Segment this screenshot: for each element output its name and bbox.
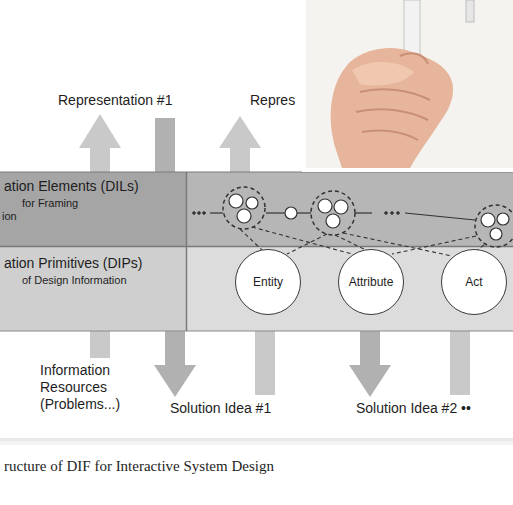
layer-bands [0,172,513,331]
flow-arrows-part [349,365,391,397]
hand-photo-part [466,0,474,22]
element-network-part [198,212,201,215]
figure-caption: ructure of DIF for Interactive System De… [4,457,274,475]
output-label-holder: Solution Idea #1 [170,400,271,417]
band-heading-holder: ation Primitives (DIPs) [4,255,142,272]
element-network-part [203,212,206,215]
element-network-part [497,213,509,225]
element-network-part [223,187,265,229]
band-subtitle: for Framing ion [2,197,92,223]
band-heading: ation Elements (DILs) [4,178,139,195]
output-label: Repres [250,92,295,109]
output-label-holder: Repres [250,92,295,109]
layer-bands-part [0,246,513,248]
output-label: Solution Idea #2 •• [356,400,471,417]
band-subtitle-holder: of Design Information [22,274,127,287]
band-subtitle: of Design Information [22,274,127,287]
layer-bands-part [186,247,513,331]
page-shadow [0,441,513,445]
element-network-part-part [287,234,327,254]
element-network-part-part [240,229,262,250]
flow-arrows-part [255,330,275,395]
flow-arrows-part [219,116,261,148]
primitive-circle: Entity [235,249,301,315]
element-network-part [266,212,285,213]
layer-bands-part [0,247,186,331]
hand-photo-part [352,62,414,86]
output-label-holder: Solution Idea #2 •• [356,400,471,417]
element-network-part [297,212,311,213]
layer-bands-part [0,331,513,332]
element-network-part [397,212,400,215]
band-heading: ation Primitives (DIPs) [4,255,142,272]
flow-arrows-part [90,330,110,358]
element-network-part [318,199,332,213]
hand-photo-part [331,48,453,168]
hand-photo-part [400,53,428,64]
element-network-part [326,214,340,228]
element-network-part [391,212,394,215]
layer-bands-part [186,172,188,331]
element-network-part-part [335,235,366,250]
element-network-part [285,207,297,219]
flow-arrows-part [155,118,175,173]
element-network-part [229,194,243,208]
hand-photo-part [362,130,418,140]
element-network-part [311,191,355,235]
flow-arrows-part [165,330,185,366]
hand-photo-part [360,89,430,100]
layer-bands-part [186,172,513,246]
element-network-part [193,212,196,215]
element-network-part [237,209,251,223]
layer-bands-part [0,172,186,246]
element-network [193,187,513,256]
output-label: Representation #1 [58,92,172,109]
output-label-holder: Representation #1 [58,92,172,109]
element-network-part [475,205,513,247]
page-shadow [0,438,513,441]
figure-caption-holder: ructure of DIF for Interactive System De… [4,457,274,475]
input-label-holder: Information Resources (Problems...) [40,362,132,412]
primitive-label: Act [465,275,482,289]
hand-photo-part [304,0,513,170]
element-network-part [246,197,258,209]
input-label: Information Resources (Problems...) [40,362,132,412]
element-network-part [210,212,223,213]
primitive-circle: Attribute [338,249,404,315]
band-heading-holder: ation Elements (DILs) [4,178,139,195]
band-subtitle-holder: for Framing ion [2,197,92,223]
layer-band: ation Primitives (DIPs) of Design Informa… [0,247,513,331]
element-network-part [334,200,348,214]
hand-photo [304,0,513,172]
primitive-label: Entity [253,275,283,289]
output-label: Solution Idea #1 [170,400,271,417]
layer-band: ation Elements (DILs) for Framing ion [0,172,513,246]
flow-arrows-part [230,147,250,173]
primitive-circle: Act [441,249,507,315]
element-network-part [481,213,495,227]
element-network-part [490,228,502,240]
hand-photo-part [356,109,428,120]
element-network-part [405,213,475,220]
flow-arrows-part [90,147,110,173]
flow-arrows-part [79,114,121,148]
flow-arrows-part [154,365,196,397]
element-network-part [355,212,372,213]
flow-arrows-part [450,330,470,395]
element-network-part [385,212,388,215]
flow-arrows-part [360,330,380,366]
primitive-label: Attribute [349,275,394,289]
